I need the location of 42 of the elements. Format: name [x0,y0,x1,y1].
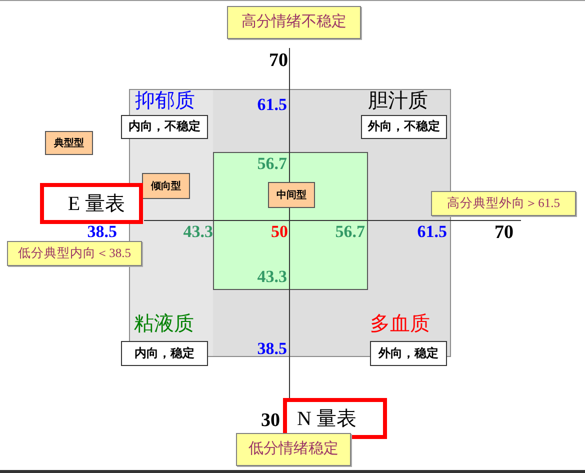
axis-tick-label: 56.7 [334,222,365,243]
axis-tick-label: 38.5 [86,222,117,243]
quadrant-title: 多血质 [370,313,431,337]
trait-label-box [361,115,447,139]
box-label: 低分情绪稳定 [248,441,338,458]
callout-box [227,6,361,39]
axis-tick-label: 38.5 [256,339,287,360]
box-label: 外向，不稳定 [368,120,440,134]
type-tag [45,131,93,155]
axis-tick-label: 70 [268,50,288,72]
axis-tick-label: 61.5 [416,222,447,243]
box-label: 倾向型 [151,180,181,192]
trait-label-box [121,341,208,366]
box-label: 典型型 [54,138,84,148]
trait-label-box [121,115,208,139]
axis-tick-label: 50 [270,222,288,243]
axis-tick-label: 56.7 [256,154,287,175]
axis-tick-label: 43.3 [182,222,213,243]
box-label: 高分典型外向＞61.5 [447,196,560,210]
quadrant-title: 粘液质 [134,313,195,337]
axis-tick-label: 61.5 [256,95,287,116]
box-label: 中间型 [276,190,306,200]
callout-box [236,433,351,466]
box-label: E 量表 [68,192,126,214]
box-label: N 量表 [297,408,356,430]
scale-label-box [283,398,387,439]
scale-label-box [40,183,143,224]
quadrant-title: 胆汁质 [368,90,429,114]
box-label: 低分典型内向＜38.5 [18,246,131,260]
trait-label-box [370,341,447,366]
callout-box [7,241,142,266]
quadrant-title: 抑郁质 [135,90,196,114]
box-label: 内向，稳定 [134,346,194,360]
type-tag [142,173,190,199]
axis-tick-label: 70 [494,222,514,244]
type-tag [268,182,315,208]
callout-box [431,191,576,216]
axis-tick-label: 30 [260,410,280,432]
box-label: 内向，不稳定 [128,120,200,134]
axis-tick-label: 43.3 [256,267,287,288]
box-label: 外向，稳定 [378,346,438,360]
box-label: 高分情绪不稳定 [242,14,346,31]
